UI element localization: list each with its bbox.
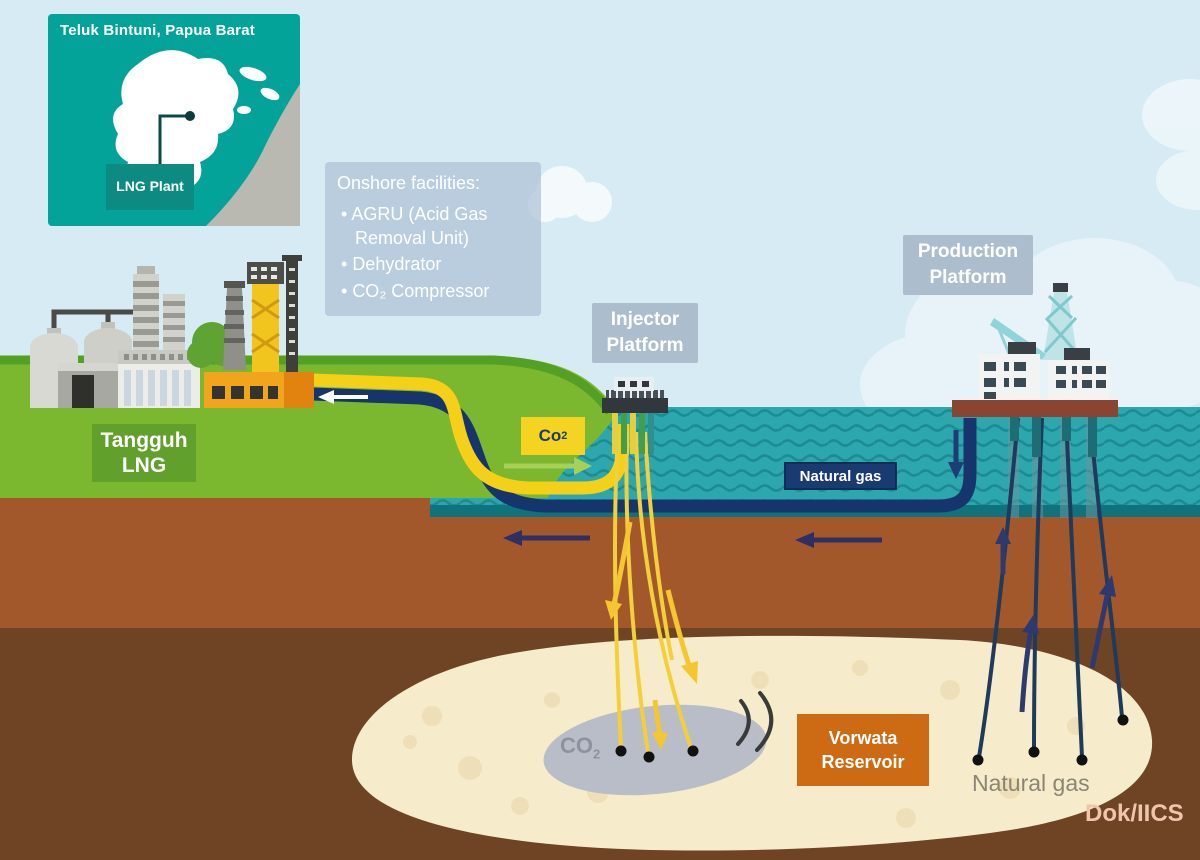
marker-connector-line <box>158 114 190 164</box>
map-graphic <box>113 50 300 226</box>
gas-up-arrow-icons <box>995 527 1116 713</box>
onshore-facilities-heading: Onshore facilities: <box>337 173 481 193</box>
co2-down-arrow-icons <box>605 521 698 750</box>
lng-plant-label: LNG Plant <box>106 164 194 210</box>
injector-platform-illustration <box>602 377 668 454</box>
tangguh-lng-label: Tangguh LNG <box>92 424 196 482</box>
natural-gas-pipeline-label: Natural gas <box>784 462 897 490</box>
seismic-wave-icon <box>736 691 774 752</box>
gas-flow-left-arrow-icons <box>503 530 882 548</box>
mainland-shape <box>206 84 300 226</box>
onshore-facilities-list: AGRU (Acid Gas Removal Unit) Dehydrator … <box>337 203 531 303</box>
peninsula-shape <box>113 50 239 199</box>
co2-plume-shape <box>543 704 767 796</box>
flow-arrows <box>318 390 1116 750</box>
credit-text: Dok/IICS <box>1085 800 1184 827</box>
reservoir-shape <box>351 635 1153 851</box>
vorwata-reservoir-label: Vorwata Reservoir <box>797 714 929 786</box>
gas-to-plant-arrow-icon <box>318 390 368 404</box>
co2-reservoir-label: CO2 <box>560 733 600 761</box>
onshore-facilities-box: Onshore facilities: AGRU (Acid Gas Remov… <box>325 162 541 316</box>
co2-subscript: 2 <box>561 430 568 442</box>
co2-subscript: 2 <box>593 746 601 762</box>
gas-down-arrow-icon <box>948 430 964 479</box>
map-title: Teluk Bintuni, Papua Barat <box>60 22 255 39</box>
co2-pipeline <box>311 373 630 495</box>
natural-gas-wells-label: Natural gas <box>972 770 1090 796</box>
injector-platform-label: Injector Platform <box>592 303 698 363</box>
cloud-icons <box>528 79 1200 490</box>
co2-text: Co <box>538 426 562 445</box>
production-platform-label: Production Platform <box>903 235 1033 295</box>
co2-text: CO <box>560 733 593 758</box>
list-item: AGRU (Acid Gas Removal Unit) <box>341 203 531 250</box>
location-map-inset: Teluk Bintuni, Papua Barat LNG Plant <box>48 14 300 226</box>
lng-plant-illustration <box>30 255 314 408</box>
islands <box>237 66 280 114</box>
production-platform-illustration <box>952 283 1118 457</box>
list-item: Dehydrator <box>341 253 531 276</box>
list-item: CO₂ Compressor <box>341 280 531 303</box>
lng-plant-marker-icon <box>185 111 195 121</box>
co2-flow-arrow-icon <box>504 457 592 475</box>
